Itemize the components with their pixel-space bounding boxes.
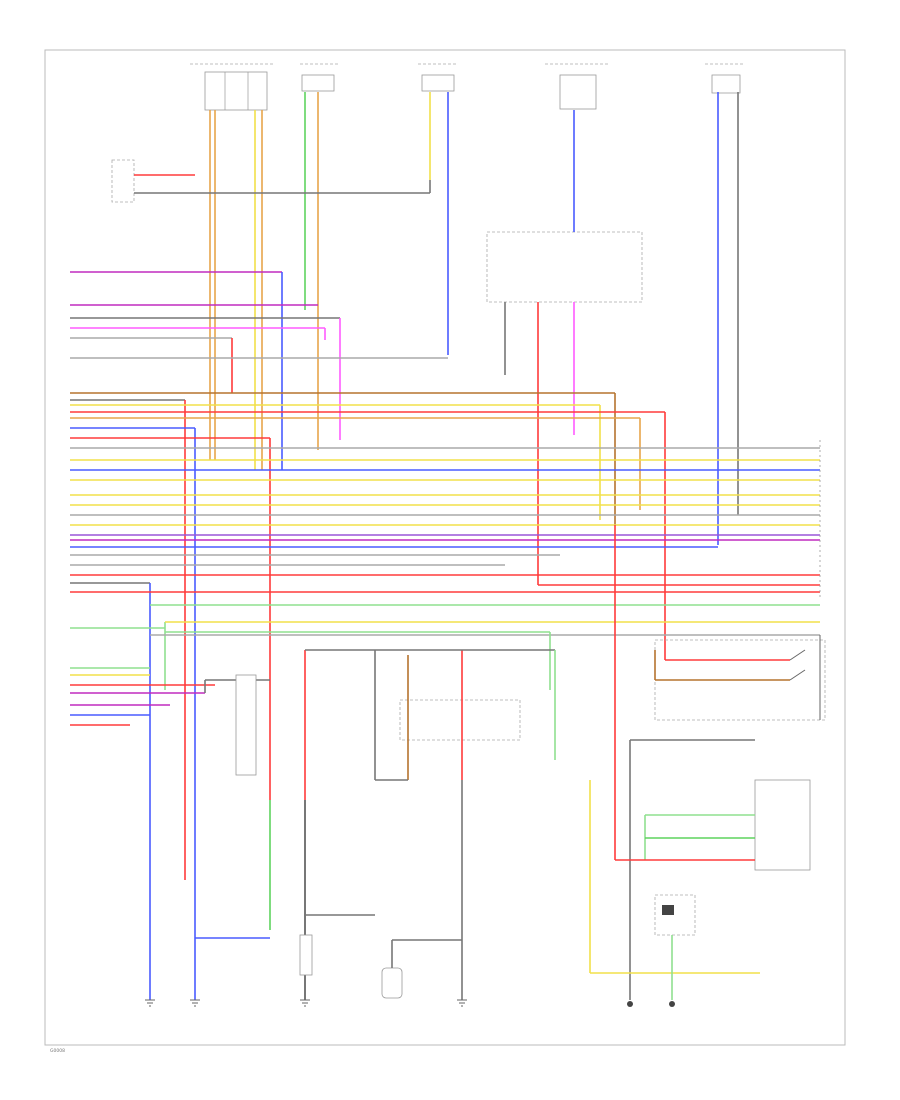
top-connector-4 <box>545 63 610 110</box>
top-connector-2 <box>300 63 338 92</box>
left-sensor-leads <box>134 174 431 194</box>
left-lower-components <box>195 674 306 1000</box>
sensor-box-lower-right <box>654 894 696 1000</box>
ground-points <box>145 999 675 1007</box>
top-connector-5 <box>705 63 745 94</box>
harness-wires <box>70 271 820 1000</box>
middle-relay-area <box>304 649 556 1000</box>
footer-code: G0008 <box>50 1048 65 1054</box>
top-connector-1 <box>190 63 275 111</box>
right-switch-module <box>654 635 826 721</box>
transmission-module <box>589 525 811 1000</box>
top-vertical-wires <box>209 92 739 575</box>
engine-module-box <box>486 231 643 303</box>
top-connector-3 <box>418 63 458 92</box>
left-sensor-box <box>111 159 135 203</box>
diagram-frame <box>44 49 846 1046</box>
lower-center-component <box>299 914 462 999</box>
